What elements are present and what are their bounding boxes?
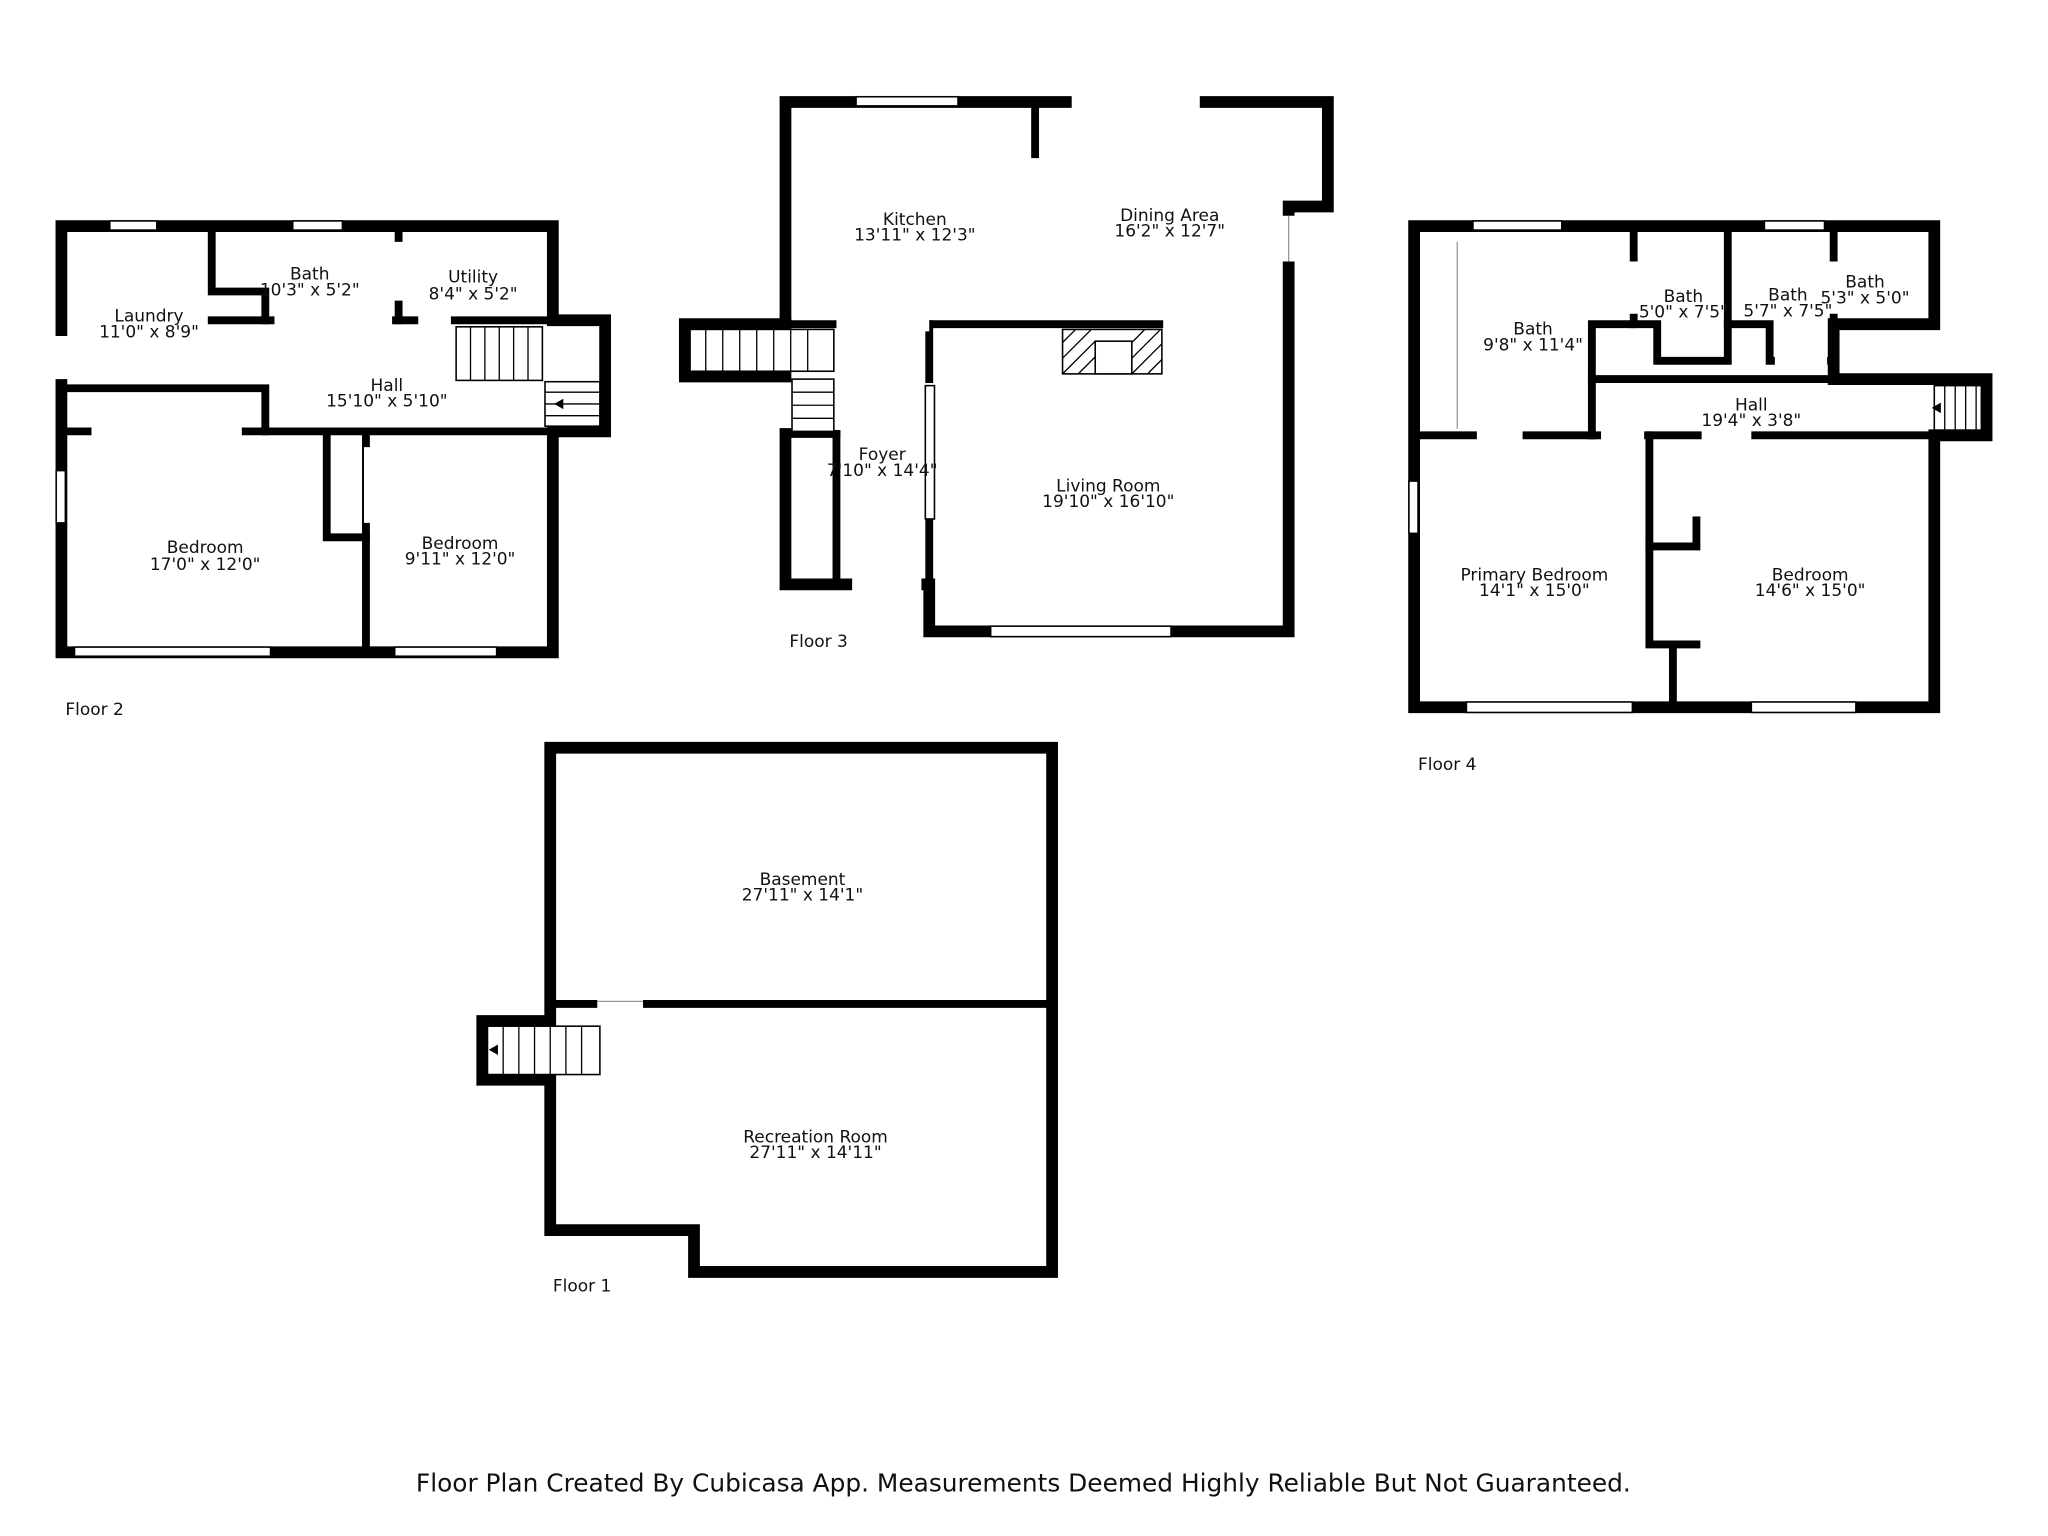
floor-label: Floor 4: [1418, 755, 1476, 775]
room-name: Bedroom: [1772, 565, 1849, 585]
room-name: Hall: [1735, 395, 1768, 415]
room-dims: 5'3" x 5'0": [1821, 288, 1910, 308]
room-dims: 19'10" x 16'10": [1042, 492, 1174, 512]
room-name: Basement: [760, 870, 846, 890]
floor-2-plan: Laundry 11'0" x 8'9" Bath 10'3" x 5'2" U…: [54, 220, 612, 720]
floor-label: Floor 2: [65, 700, 123, 720]
room-name: Laundry: [114, 307, 183, 327]
room-dims: 17'0" x 12'0": [150, 555, 261, 575]
room-name: Bath: [290, 265, 329, 285]
room-dims: 13'11" x 12'3": [854, 226, 975, 246]
room-dims: 27'11" x 14'11": [749, 1143, 881, 1163]
room-name: Bedroom: [167, 538, 244, 558]
room-name: Hall: [371, 376, 404, 396]
room-name: Recreation Room: [743, 1128, 888, 1148]
room-dims: 15'10" x 5'10": [326, 392, 447, 412]
room-dims: 11'0" x 8'9": [99, 322, 199, 342]
footer-disclaimer: Floor Plan Created By Cubicasa App. Meas…: [416, 1469, 1631, 1498]
room-dims: 10'3" x 5'2": [260, 280, 360, 300]
floor-1-plan: Basement 27'11" x 14'1" Recreation Room …: [476, 741, 1058, 1297]
room-name: Bedroom: [422, 534, 499, 554]
room-dims: 8'4" x 5'2": [429, 284, 518, 304]
room-name: Foyer: [859, 445, 906, 465]
room-dims: 19'4" x 3'8": [1701, 411, 1801, 431]
room-dims: 9'8" x 11'4": [1483, 335, 1583, 355]
room-name: Bath: [1513, 320, 1552, 340]
room-dims: 9'11" x 12'0": [405, 550, 516, 570]
room-dims: 14'1" x 15'0": [1479, 581, 1590, 601]
room-name: Kitchen: [883, 210, 947, 230]
room-dims: 5'0" x 7'5": [1639, 303, 1728, 323]
floor-3-plan: Kitchen 13'11" x 12'3" Dining Area 16'2"…: [678, 94, 1334, 652]
room-name: Bath: [1768, 286, 1807, 306]
floor-label: Floor 1: [553, 1277, 611, 1297]
room-dims: 5'7" x 7'5": [1743, 301, 1832, 321]
room-dims: 16'2" x 12'7": [1114, 222, 1225, 242]
room-dims: 7'10" x 14'4": [827, 461, 938, 481]
floor-label: Floor 3: [789, 632, 847, 652]
room-dims: 14'6" x 15'0": [1755, 581, 1866, 601]
room-name: Dining Area: [1120, 206, 1219, 226]
room-name: Living Room: [1056, 477, 1160, 497]
floor-4-plan: Bath 9'8" x 11'4" Bath 5'0" x 7'5" Bath …: [1408, 220, 1993, 775]
room-name: Utility: [448, 267, 498, 287]
room-dims: 27'11" x 14'1": [742, 886, 863, 906]
room-name: Primary Bedroom: [1460, 565, 1608, 585]
room-name: Bath: [1845, 273, 1884, 293]
room-name: Bath: [1664, 287, 1703, 307]
